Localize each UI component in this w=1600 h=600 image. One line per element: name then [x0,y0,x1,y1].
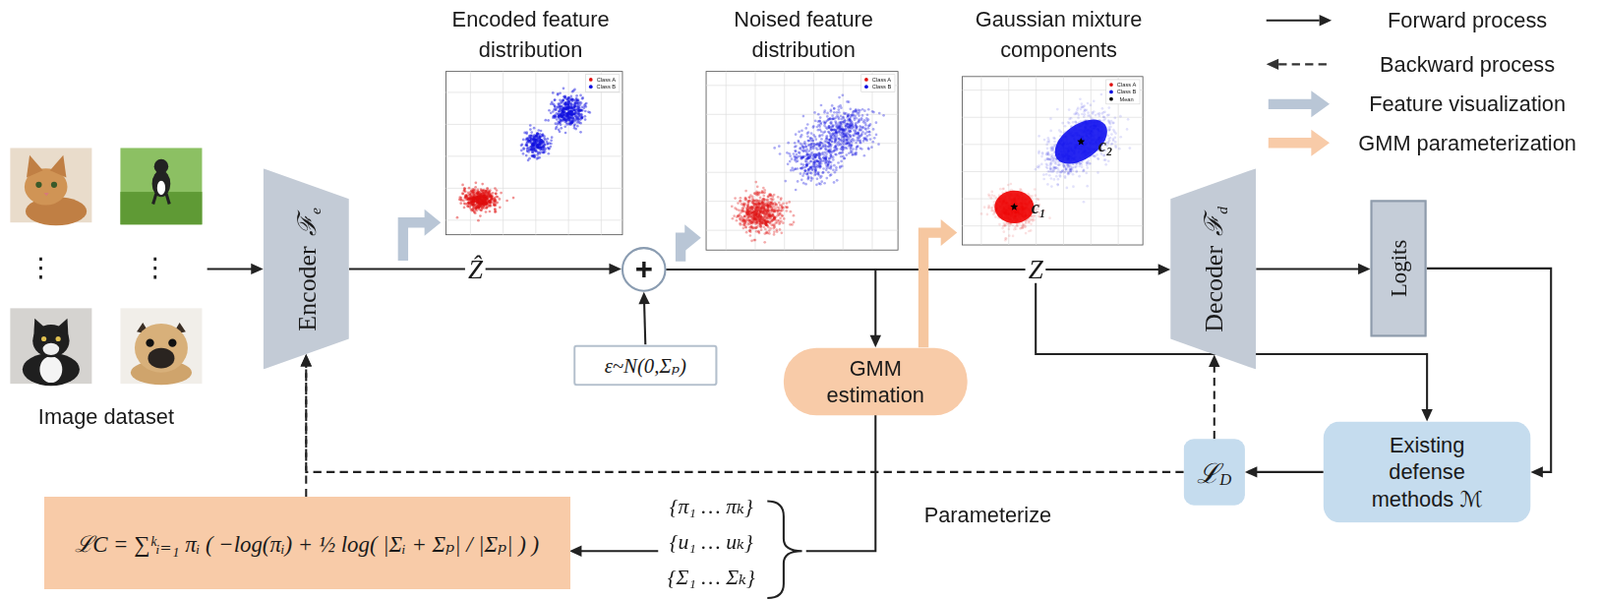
canvas: Image datasetEncoderℱeEncoded feature di… [0,0,1600,600]
